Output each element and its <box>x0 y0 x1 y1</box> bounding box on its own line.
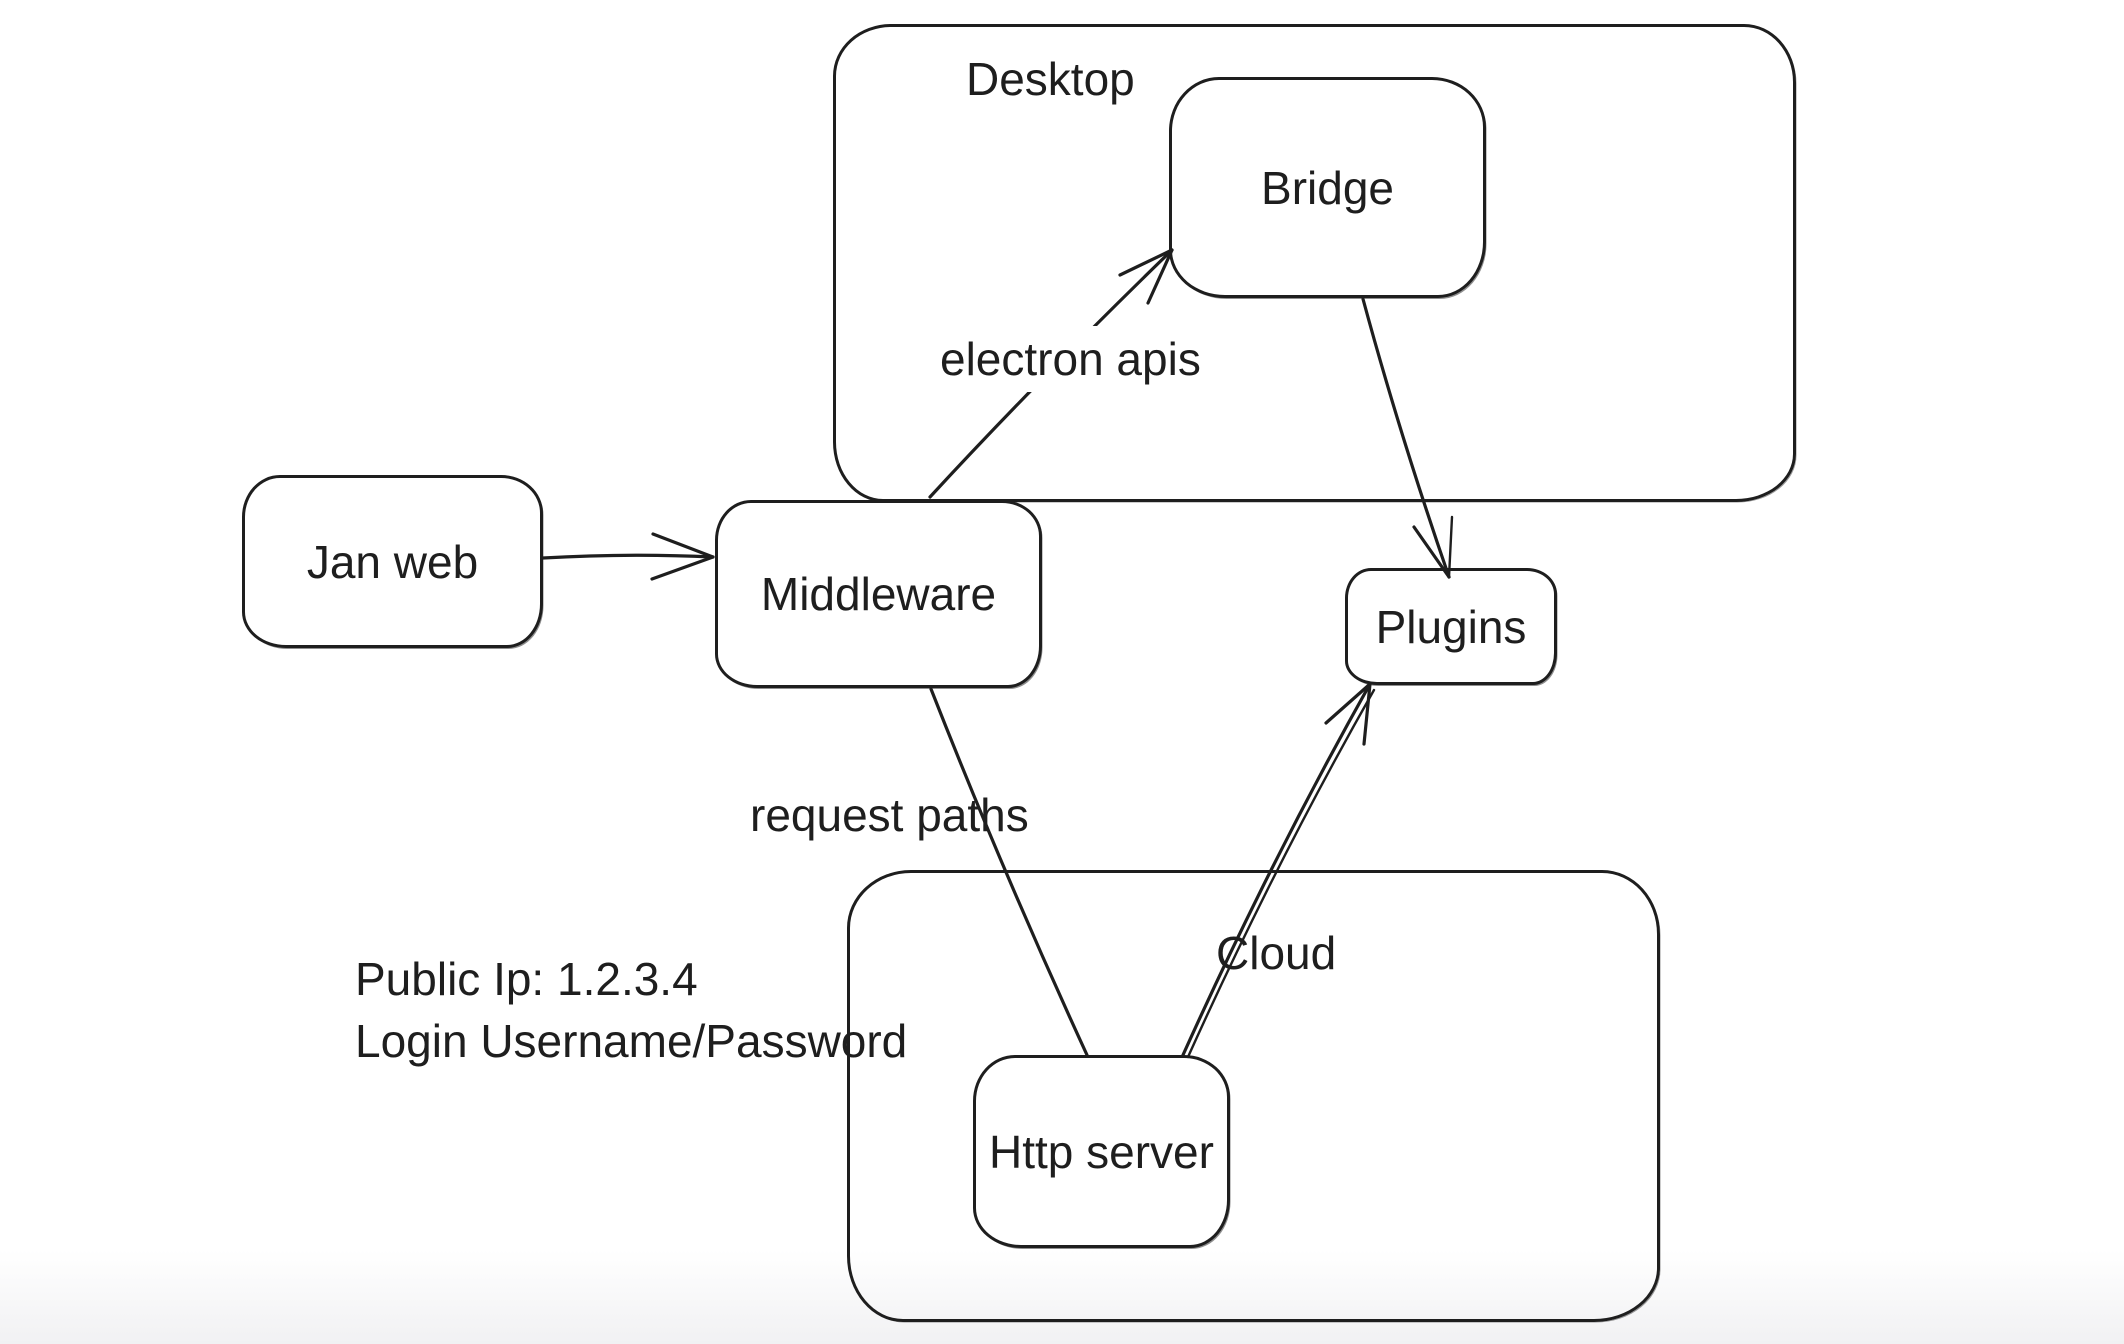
desktop-container-label[interactable]: Desktop <box>966 53 1135 105</box>
node-http-server[interactable]: Http server <box>973 1055 1230 1248</box>
desktop-container-frame[interactable] <box>833 24 1796 502</box>
annotation-line-public-ip: Public Ip: 1.2.3.4 <box>355 953 698 1005</box>
node-middleware-label: Middleware <box>760 568 997 620</box>
node-bridge[interactable]: Bridge <box>1169 77 1486 298</box>
node-jan-web-label: Jan web <box>306 535 479 588</box>
node-jan-web[interactable]: Jan web <box>242 475 543 648</box>
annotation-text[interactable]: Public Ip: 1.2.3.4 Login Username/Passwo… <box>355 948 907 1072</box>
node-http-server-label: Http server <box>989 1125 1214 1178</box>
cloud-container-label[interactable]: Cloud <box>1216 927 1337 979</box>
node-plugins-label: Plugins <box>1375 600 1527 653</box>
node-plugins[interactable]: Plugins <box>1345 568 1557 685</box>
node-bridge-label: Bridge <box>1261 161 1394 214</box>
edge-label-request-paths[interactable]: request paths <box>750 789 1029 841</box>
node-middleware[interactable]: Middleware <box>715 500 1042 688</box>
edge-janweb-to-middleware[interactable] <box>541 532 715 581</box>
edge-label-electron-apis[interactable]: electron apis <box>928 326 1213 392</box>
annotation-line-login: Login Username/Password <box>355 1015 908 1067</box>
